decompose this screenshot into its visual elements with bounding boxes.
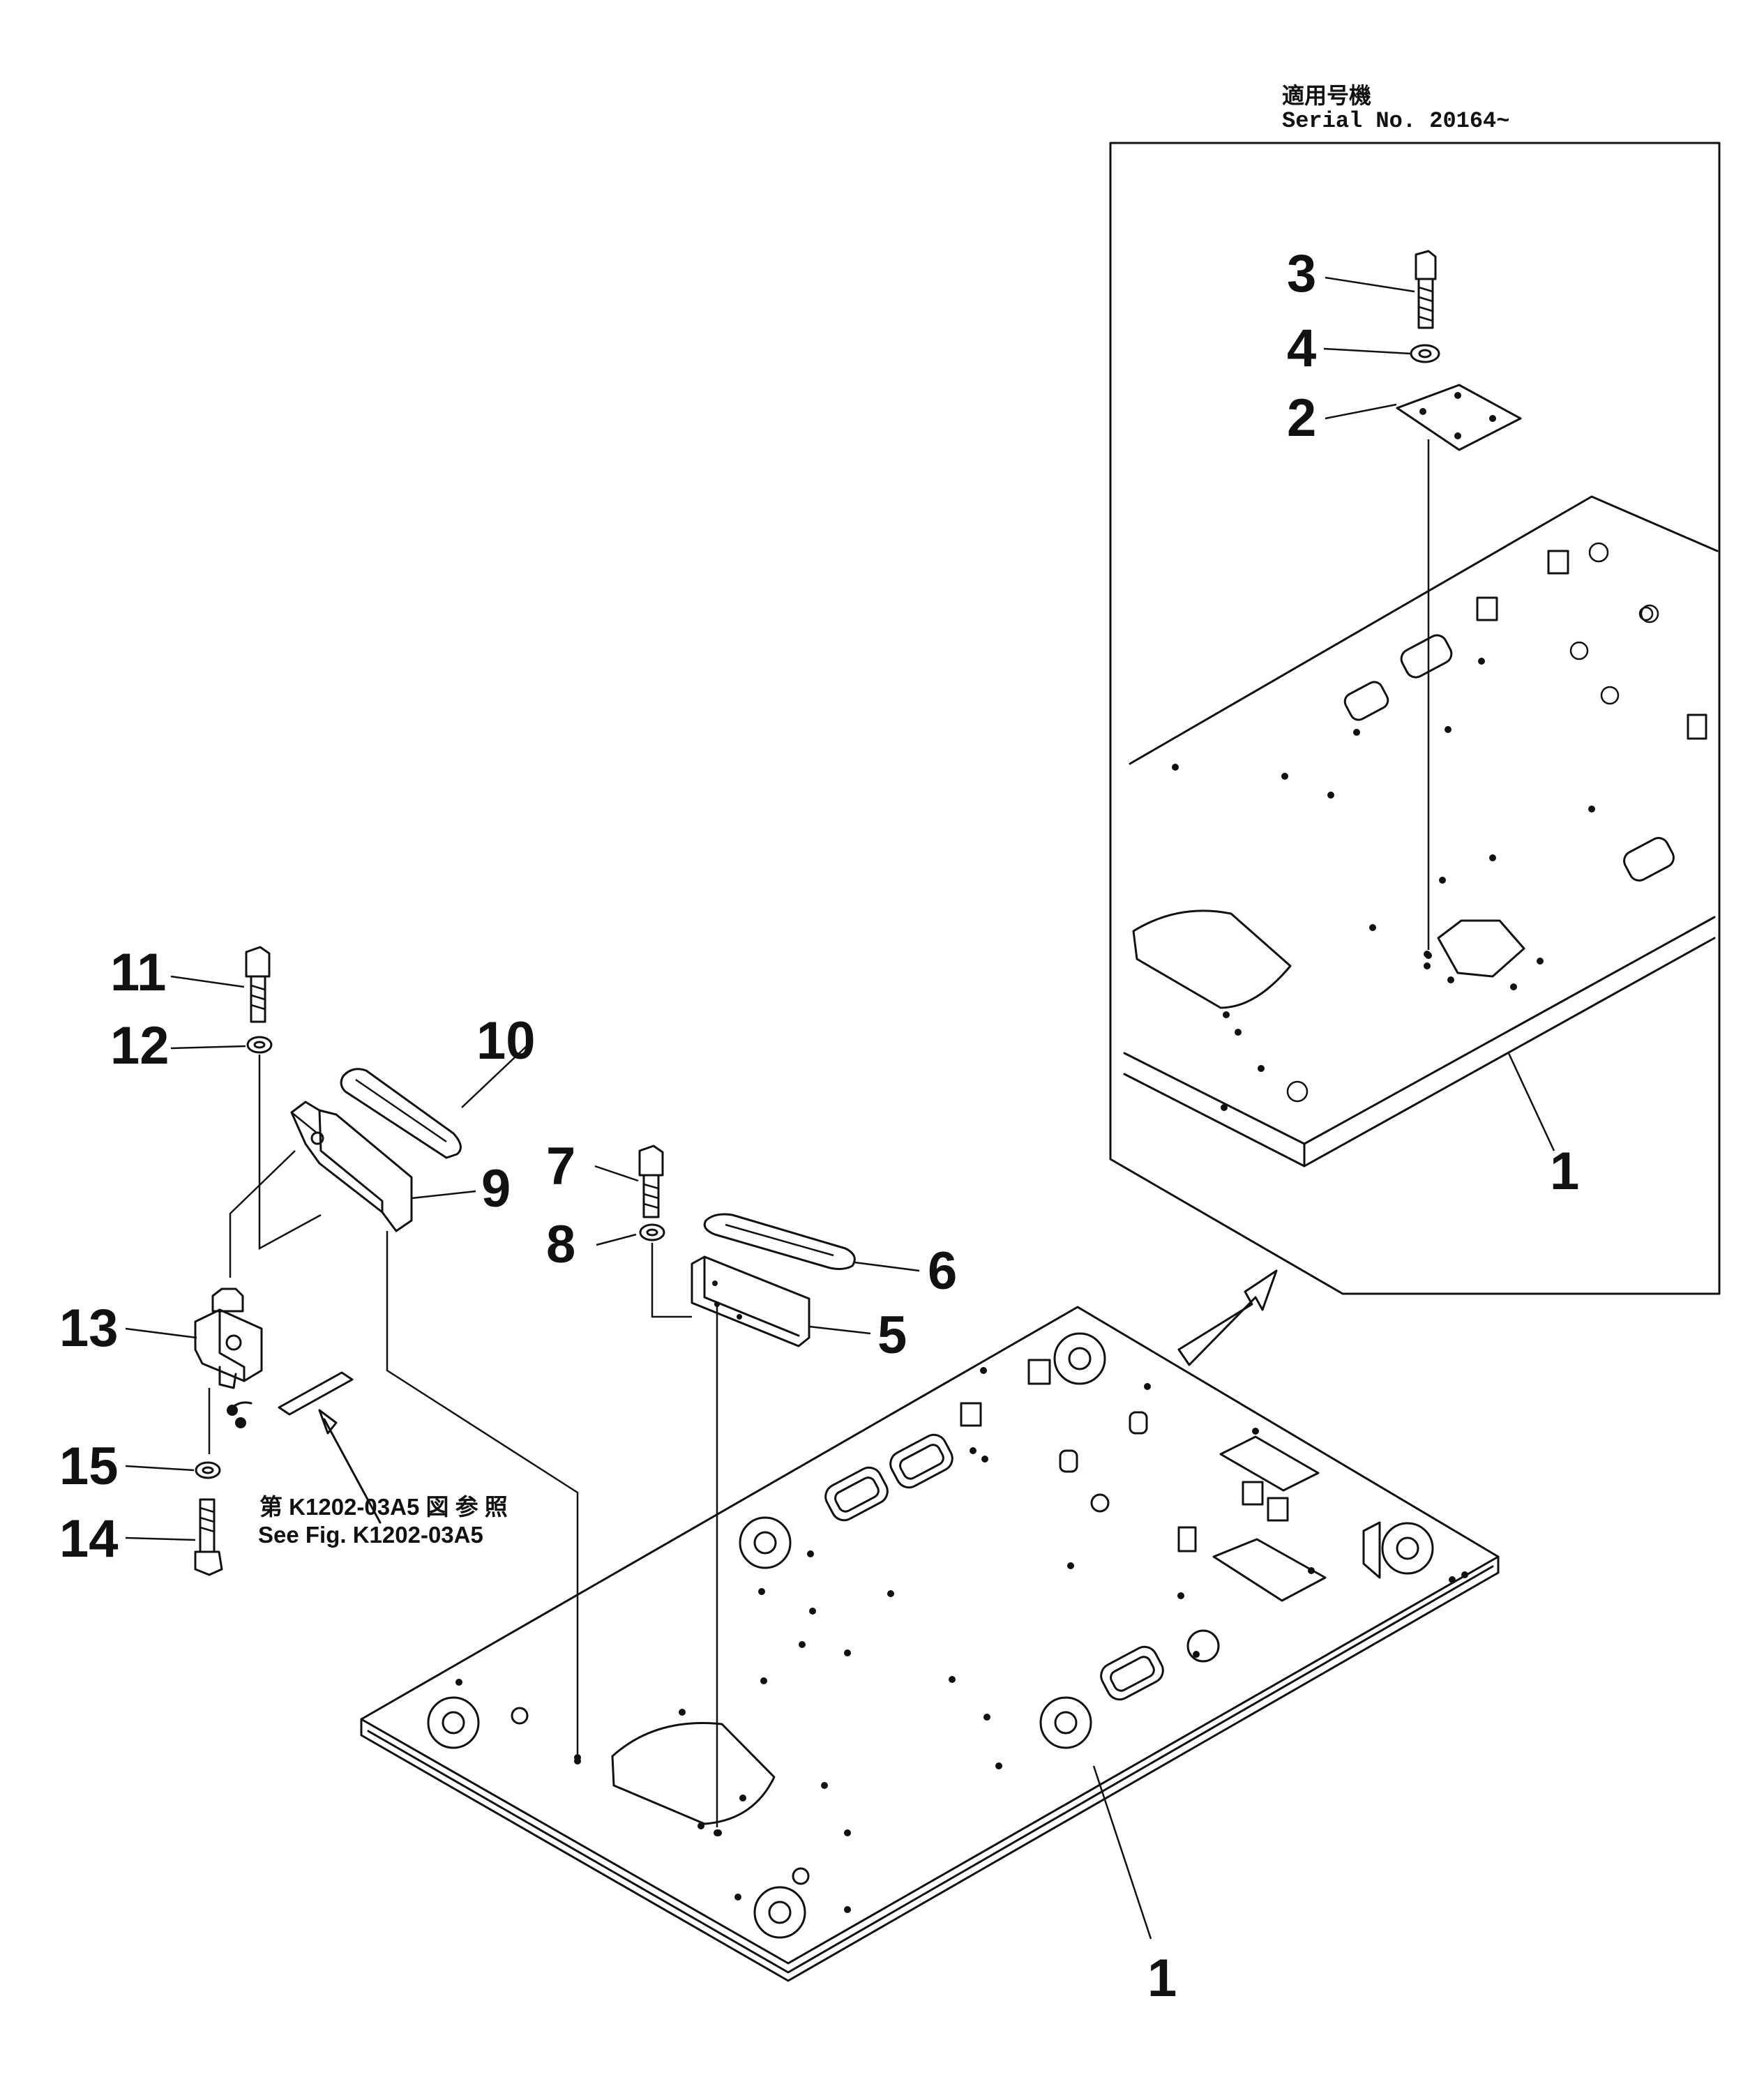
part-label-1-inset: 1 [1550,1142,1579,1201]
inset-serial-label: Serial No. 20164~ [1282,108,1509,134]
inset-panel: 適用号機 Serial No. 20164~ [1109,84,1721,1295]
part-label-1-main: 1 [1147,1949,1177,2008]
reference-jp: 第 K1202-03A5 図 参 照 [259,1494,508,1520]
part-label-5: 5 [877,1306,907,1365]
part-label-6: 6 [928,1241,957,1301]
part-label-2: 2 [1287,388,1316,448]
part-label-9: 9 [481,1159,511,1218]
part-labels: 11 12 10 9 7 8 6 5 13 15 14 1 [59,943,1177,2008]
part-label-13: 13 [59,1299,119,1358]
inset-cover-plate [1396,384,1522,451]
reference-en: See Fig. K1202-03A5 [258,1522,483,1548]
figure-reference: 第 K1202-03A5 図 参 照 See Fig. K1202-03A5 [258,1494,508,1548]
inset-washer [1410,344,1440,363]
part-label-3: 3 [1287,244,1316,303]
part-label-4: 4 [1287,319,1316,378]
part-label-7: 7 [546,1137,575,1196]
part-label-8: 8 [546,1215,575,1274]
main-floor-plate [360,1306,1500,1982]
part-label-12: 12 [110,1016,169,1075]
inset-header-jp: 適用号機 [1282,84,1371,110]
part-label-15: 15 [59,1437,119,1496]
inset-frame [1109,142,1721,1295]
part-label-10: 10 [476,1011,536,1071]
inset-arrow-icon [1177,1269,1278,1366]
inset-floor-plate [1123,495,1719,1168]
inset-plate-holes [1172,658,1595,1111]
center-pedal-assembly [638,1145,856,1836]
inset-bolt [1415,250,1437,329]
part-label-11: 11 [110,943,166,1002]
part-label-14: 14 [59,1509,119,1569]
left-pedal-assembly [194,946,581,1761]
leader-lines [125,975,1152,1940]
